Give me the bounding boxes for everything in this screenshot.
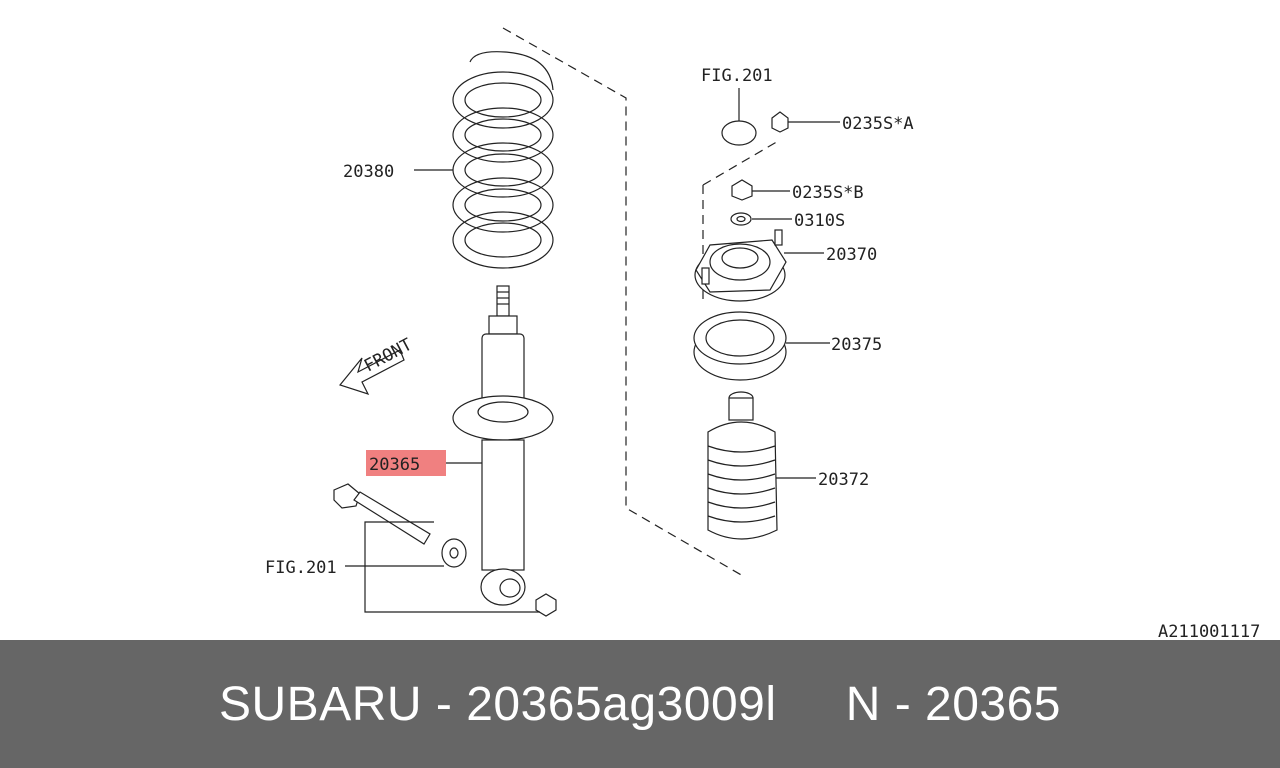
label-20375: 20375 [831,335,882,355]
label-20380: 20380 [343,162,394,182]
front-label: FRONT [361,335,416,377]
nut-b [731,179,753,201]
coil-spring [452,51,554,269]
washer-0310s [730,212,752,226]
label-0235s-b: 0235S*B [792,183,864,203]
lower-mount-bolt [333,483,557,617]
highlight-box [366,450,446,476]
diagram-code: A211001117 [1158,622,1260,640]
spring-seat [693,311,787,381]
front-arrow-icon: FRONT [338,335,416,396]
shock-absorber [452,285,554,606]
leader-lines [345,121,840,613]
label-fig201-top: FIG.201 [701,66,773,86]
label-20365: 20365 [369,455,420,475]
nut-a [771,111,789,133]
label-fig201-bottom: FIG.201 [265,558,337,578]
label-20372: 20372 [818,470,869,490]
strut-mount [694,229,787,302]
bump-boot [707,391,778,540]
parts-diagram: FRONT 20380 20365 FIG.201 0235S*A 0235S*… [265,27,1260,640]
label-0310s: 0310S [794,211,845,231]
dust-cap [721,88,757,146]
footer-bar: SUBARU - 20365ag3009l N - 20365 [0,640,1280,768]
label-20370: 20370 [826,245,877,265]
label-0235s-a: 0235S*A [842,114,914,134]
footer-title: SUBARU - 20365ag3009l N - 20365 [219,677,1061,731]
